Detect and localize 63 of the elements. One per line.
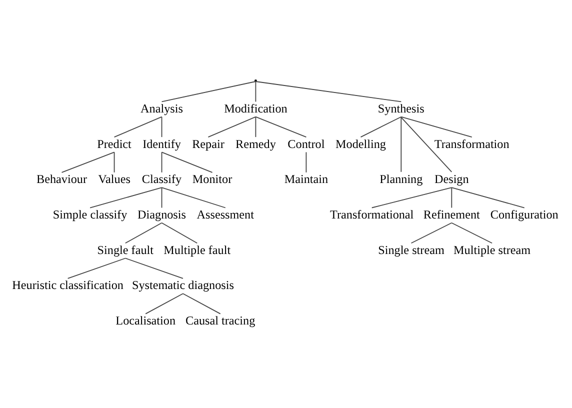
connector — [400, 116, 472, 137]
connector — [208, 116, 256, 137]
connector — [114, 151, 115, 172]
node-text: Simple classify — [52, 206, 128, 221]
connector — [124, 257, 184, 278]
connector — [161, 186, 226, 208]
connector — [255, 80, 256, 102]
connector — [161, 186, 162, 208]
node-text: Behaviour — [36, 172, 87, 186]
node-text: Analysis — [140, 100, 183, 115]
node-text: Single fault — [97, 242, 154, 256]
connector — [451, 222, 492, 244]
connector — [451, 186, 452, 208]
connector — [124, 222, 162, 244]
node-point — [254, 79, 257, 82]
node-text: Repair — [192, 136, 224, 150]
node-text: Multiple fault — [164, 242, 231, 256]
node-text: Configuration — [490, 206, 558, 221]
node-text: Control — [288, 136, 325, 150]
connector — [360, 116, 402, 137]
node-text: Predict — [97, 136, 132, 150]
node-text: Heuristic classification — [12, 278, 124, 292]
node-text: Transformational — [330, 206, 414, 221]
connector — [306, 151, 307, 172]
connector — [61, 151, 115, 172]
node-text: Diagnosis — [138, 206, 186, 221]
connector — [145, 292, 184, 314]
node-text: Maintain — [284, 172, 328, 186]
connector — [161, 80, 256, 102]
node-text: Remedy — [236, 136, 276, 150]
node-text: Modification — [224, 100, 288, 115]
node-text: Modelling — [336, 136, 386, 150]
connector — [161, 151, 162, 172]
connector — [255, 80, 402, 102]
node-text: Identify — [142, 136, 181, 150]
connector — [182, 292, 221, 314]
node-text: Synthesis — [378, 100, 424, 115]
connector — [90, 186, 162, 208]
connector — [255, 116, 256, 137]
node-text: Classify — [142, 172, 182, 186]
node-text: Refinement — [423, 206, 480, 221]
node-text: Transformation — [434, 136, 510, 150]
node-text: Single stream — [378, 242, 444, 256]
connector — [400, 116, 452, 172]
node-text: Monitor — [192, 172, 232, 186]
connector — [161, 116, 162, 137]
node-text: Design — [434, 172, 469, 186]
connector — [451, 186, 525, 208]
connector — [161, 151, 213, 172]
connector — [400, 116, 402, 172]
node-text: Localisation — [116, 313, 176, 328]
connector — [67, 257, 126, 278]
node-text: Systematic diagnosis — [132, 278, 234, 292]
connector — [114, 116, 162, 137]
connector — [255, 116, 307, 137]
node-text: Causal tracing — [186, 313, 256, 328]
connector — [161, 222, 198, 244]
connector — [371, 186, 452, 208]
node-text: Assessment — [196, 206, 254, 221]
connector — [410, 222, 452, 244]
node-text: Planning — [380, 172, 423, 186]
node-text: Multiple stream — [454, 242, 531, 256]
node-text: Values — [98, 172, 130, 186]
